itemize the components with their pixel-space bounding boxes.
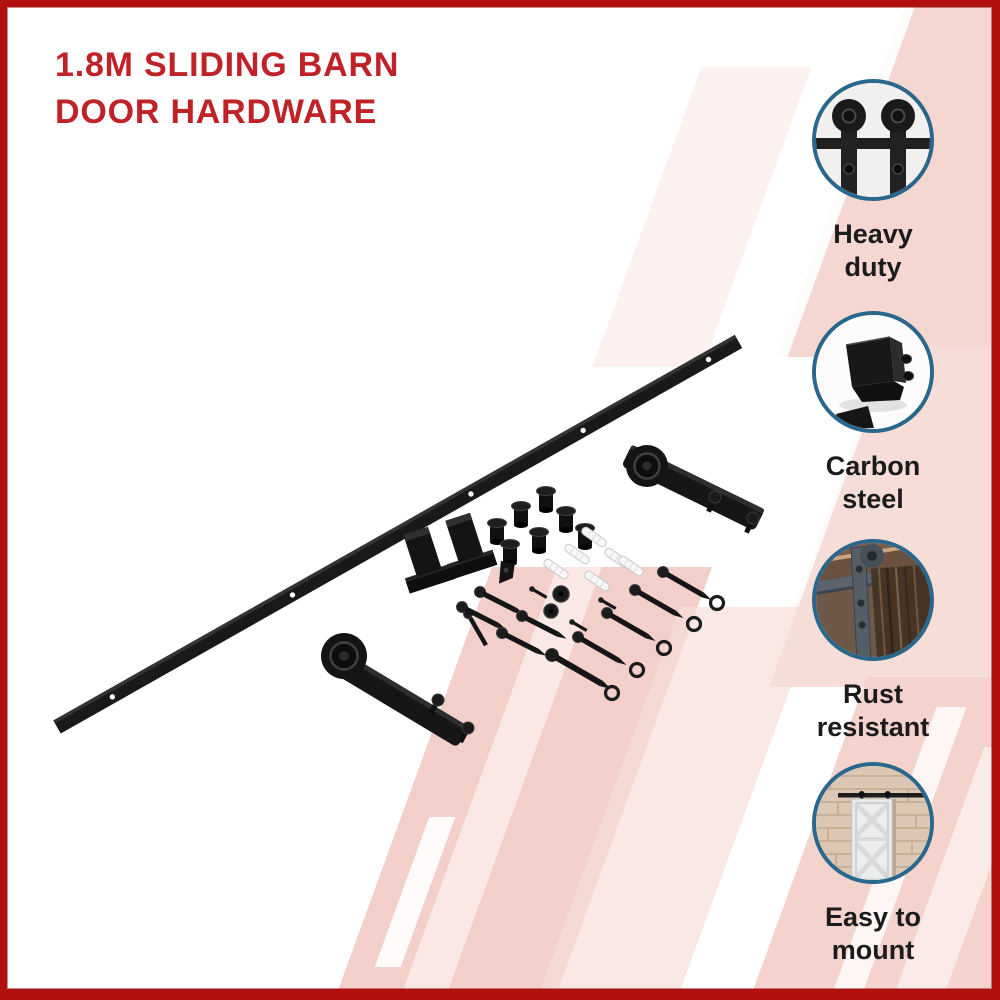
- door-stop-pair: [403, 512, 498, 594]
- badge-label-line: Easy to: [824, 902, 922, 932]
- flat-track-rail: [53, 334, 743, 734]
- product-title: 1.8M SLIDING BARN DOOR HARDWARE: [55, 42, 399, 136]
- badge-label-line: steel: [842, 483, 904, 514]
- badge-label-line: Heavy: [833, 219, 913, 249]
- washer-set: [603, 594, 726, 702]
- badge-label-line: Carbon: [825, 451, 921, 481]
- badge-label-line: duty: [844, 251, 902, 282]
- roller-hanger-left: [321, 633, 475, 746]
- feature-badge-image: [812, 539, 934, 661]
- screw-set: [456, 566, 712, 689]
- feature-badge-rust-resistant: Rust resistant: [788, 539, 958, 744]
- badge-label-line: mount: [831, 934, 915, 965]
- spacer-set: [487, 486, 595, 566]
- feature-badge-carbon-steel: Carbon steel: [788, 311, 958, 516]
- product-title-line1: 1.8M SLIDING BARN: [55, 46, 400, 84]
- barn-door-on-brick-icon: [816, 766, 930, 880]
- hardware-on-wood-door-icon: [816, 543, 930, 657]
- cap-nuts: [543, 585, 570, 619]
- feature-badge-image: [812, 79, 934, 201]
- roller-hangers-on-rail-icon: [816, 83, 930, 197]
- product-title-line2: DOOR HARDWARE: [55, 92, 378, 131]
- anti-jump-clip: [499, 560, 515, 584]
- feature-badge-image: [812, 762, 934, 884]
- badge-label-line: resistant: [816, 711, 930, 742]
- feature-badge-label: Heavy duty: [788, 218, 958, 284]
- feature-badge-label: Easy to mount: [788, 901, 958, 967]
- feature-badge-label: Carbon steel: [788, 450, 958, 516]
- feature-badge-easy-to-mount: Easy to mount: [788, 762, 958, 967]
- feature-badge-heavy-duty: Heavy duty: [788, 79, 958, 284]
- feature-badge-image: [812, 311, 934, 433]
- feature-badge-label: Rust resistant: [788, 678, 958, 744]
- steel-bracket-icon: [816, 315, 930, 429]
- wall-plug-set: [543, 526, 644, 592]
- roller-hanger-right: [623, 445, 765, 534]
- badge-label-line: Rust: [843, 679, 903, 709]
